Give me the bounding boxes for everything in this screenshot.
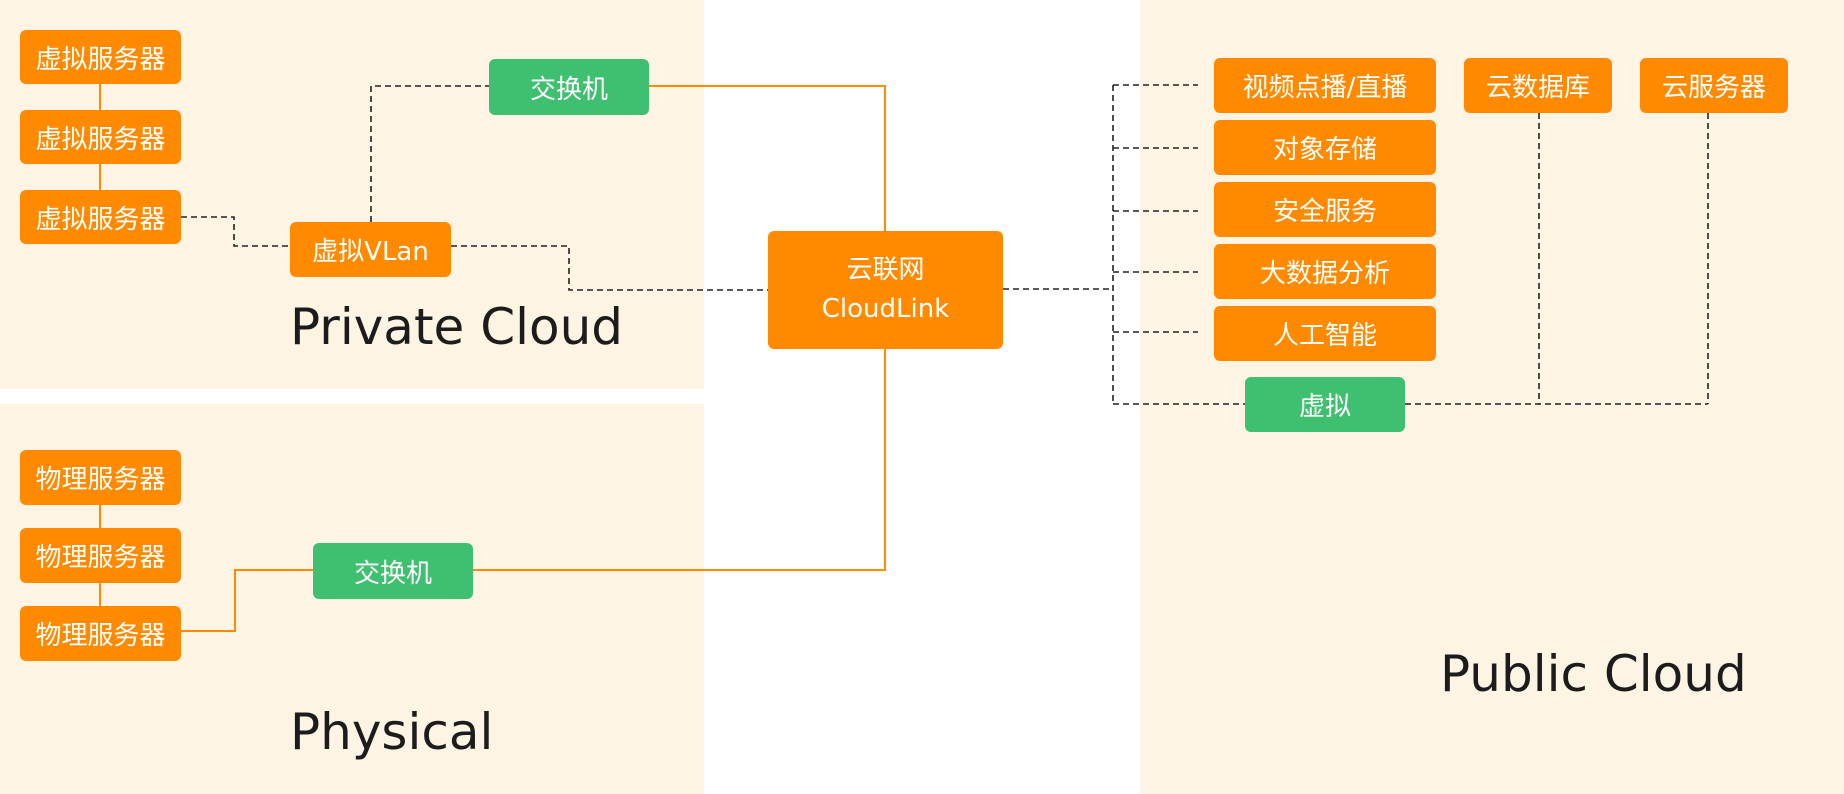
service-security: 安全服务 <box>1214 182 1436 237</box>
link-vserver-vlan <box>181 216 290 247</box>
service-big-data: 大数据分析 <box>1214 244 1436 299</box>
private-cloud-title: Private Cloud <box>290 298 624 356</box>
solid-links <box>99 84 886 632</box>
virtual-server-2: 虚拟服务器 <box>20 110 181 164</box>
link-switch-bottom-hub <box>473 349 886 571</box>
service-video: 视频点播/直播 <box>1214 58 1436 113</box>
private-switch: 交换机 <box>489 59 649 115</box>
link-vlan-switch <box>370 85 489 222</box>
service-object-storage: 对象存储 <box>1214 120 1436 175</box>
virtual-vlan: 虚拟VLan <box>290 222 451 277</box>
cloud-database: 云数据库 <box>1464 58 1612 113</box>
dashed-links <box>181 84 1709 405</box>
physical-server-2: 物理服务器 <box>20 528 181 583</box>
virtual-server-1: 虚拟服务器 <box>20 30 181 84</box>
hub-label-en: CloudLink <box>821 294 950 324</box>
physical-title: Physical <box>290 703 494 761</box>
link-vlan-hub <box>451 245 768 291</box>
link-switch-top-hub <box>649 85 886 232</box>
public-virtual: 虚拟 <box>1245 377 1405 432</box>
cloud-server: 云服务器 <box>1640 58 1788 113</box>
service-ai: 人工智能 <box>1214 306 1436 361</box>
link-pserver-switch <box>181 569 313 632</box>
hub-label-cn: 云联网 <box>846 255 925 285</box>
physical-switch: 交换机 <box>313 543 473 599</box>
virtual-server-3: 虚拟服务器 <box>20 190 181 244</box>
physical-server-3: 物理服务器 <box>20 606 181 661</box>
physical-server-1: 物理服务器 <box>20 450 181 505</box>
cloudlink-hub: 云联网 CloudLink <box>768 231 1003 349</box>
public-cloud-title: Public Cloud <box>1440 645 1747 703</box>
